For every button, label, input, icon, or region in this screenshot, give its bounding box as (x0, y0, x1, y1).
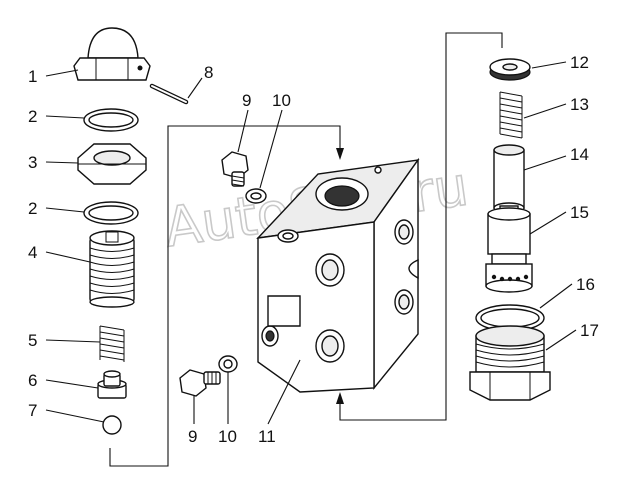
part-12-disc (489, 58, 567, 81)
callout-10-upper: 10 (272, 91, 291, 110)
flow-path-right (336, 32, 503, 421)
part-1-acorn-cap-nut (73, 27, 151, 81)
part-13-spring-right (499, 91, 567, 139)
part-10-washer-lower (218, 355, 238, 424)
part-11-valve-body-block (256, 157, 420, 425)
part-10-washer-upper (245, 109, 283, 204)
callout-17: 17 (580, 321, 599, 340)
part-16-o-ring-right (475, 283, 573, 332)
callout-2-upper: 2 (28, 107, 37, 126)
leader-lines-left (45, 69, 105, 423)
part-14-plunger (493, 144, 567, 214)
part-15-valve-spool (485, 205, 567, 293)
part-9-plug-bolt-lower (179, 369, 221, 424)
callout-4: 4 (28, 243, 37, 262)
callout-2-lower: 2 (28, 199, 37, 218)
part-5-spring (99, 325, 125, 362)
callout-6: 6 (28, 371, 37, 390)
callout-8: 8 (204, 63, 213, 82)
callout-12: 12 (570, 53, 589, 72)
part-2-o-ring-upper (83, 108, 139, 132)
callout-9-lower: 9 (188, 427, 197, 446)
callout-7: 7 (28, 401, 37, 420)
part-8-pin (149, 77, 203, 105)
callout-11: 11 (258, 427, 276, 446)
callout-15: 15 (570, 203, 589, 222)
part-7-ball (102, 415, 122, 435)
callout-3: 3 (28, 153, 37, 172)
callout-16: 16 (576, 275, 595, 294)
part-3-hex-lock-nut (77, 143, 147, 185)
part-4-adjusting-screw (89, 230, 135, 308)
callout-10-lower: 10 (218, 427, 237, 446)
callout-9-upper: 9 (242, 91, 251, 110)
callout-1: 1 (28, 67, 37, 86)
part-17-threaded-plug (469, 325, 577, 401)
part-2-o-ring-lower (83, 201, 139, 225)
callout-14: 14 (570, 145, 589, 164)
flow-path-left (109, 125, 344, 467)
callout-5: 5 (28, 331, 37, 350)
callout-labels: 1 2 3 2 4 5 6 7 8 9 10 9 10 11 12 13 14 … (28, 53, 599, 446)
callout-13: 13 (570, 95, 589, 114)
part-6-spring-seat (97, 370, 127, 399)
part-9-plug-bolt-upper (221, 109, 249, 187)
